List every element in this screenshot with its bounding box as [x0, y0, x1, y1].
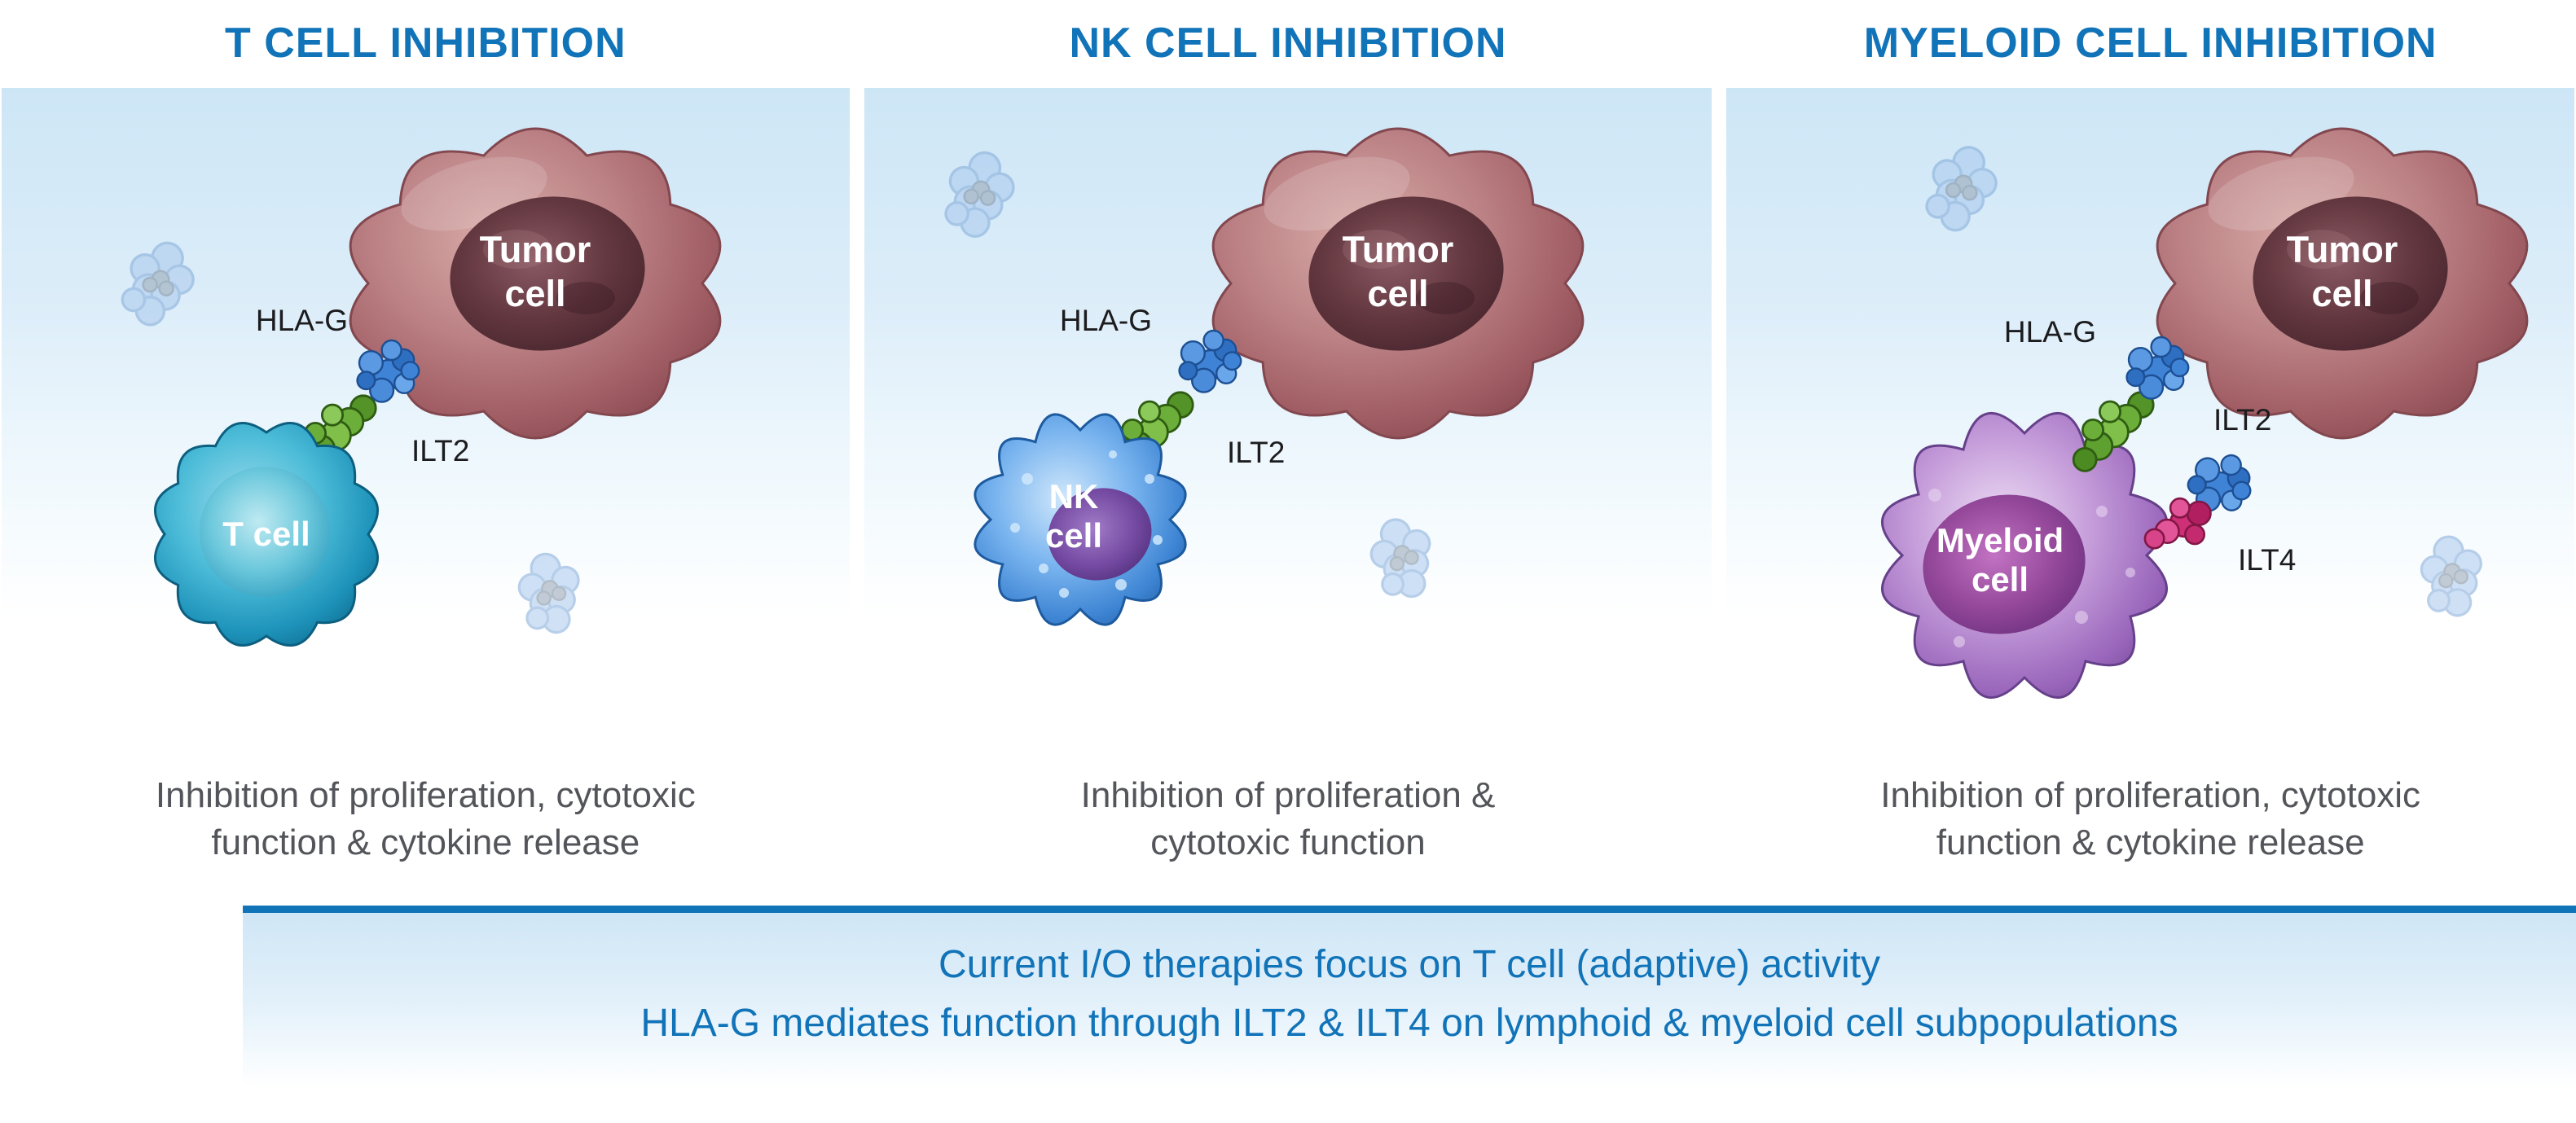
tumor-cell-label-line1: Tumor [2286, 229, 2398, 270]
myeloid-cell-nucleus [1923, 494, 2086, 634]
caption-t-cell: Inhibition of proliferation, cytotoxic f… [42, 772, 808, 866]
nk-cell-scene: Tumor cell NK cell [939, 127, 1585, 626]
tumor-cell-nucleus [450, 196, 645, 351]
panel-nk-cell: NK CELL INHIBITION Tumor cell [864, 0, 1712, 866]
caption-line1: Inhibition of proliferation & [1080, 774, 1496, 815]
panel-title-t-cell: T CELL INHIBITION [224, 20, 626, 67]
caption-line1: Inhibition of proliferation, cytotoxic [155, 774, 696, 815]
myeloid-cell: Myeloid cell [1880, 411, 2168, 699]
tumor-cell-nucleus [2253, 196, 2448, 351]
nk-cell-label-line2: cell [1045, 516, 1102, 555]
nk-cell: NK cell [974, 413, 1187, 626]
tumor-cell: Tumor cell [2156, 127, 2529, 440]
summary-banner: Current I/O therapies focus on T cell (a… [243, 905, 2576, 1087]
myeloid-cell-texture [1928, 488, 2135, 647]
panel-myeloid-cell-canvas: Tumor cell Myeloid cell [1726, 87, 2575, 699]
t-cell-label: T cell [223, 515, 310, 553]
caption-line1: Inhibition of proliferation, cytotoxic [1880, 774, 2421, 815]
t-cell: T cell [154, 421, 380, 647]
myeloid-cell-scene: Tumor cell Myeloid cell [1880, 127, 2529, 699]
tumor-nucleus-mottle [483, 229, 552, 269]
ilt2-label: ILT2 [1227, 436, 1285, 469]
panel-t-cell-canvas: Tumor cell T cell HLA-G ILT2 [2, 87, 850, 647]
hla-g-label: HLA-G [2004, 315, 2096, 349]
soluble-hla-g-molecule-icon [1361, 509, 1446, 607]
soluble-hla-g-molecule-icon [1919, 138, 2005, 239]
hla-g-label: HLA-G [256, 304, 348, 337]
t-cell-nucleus [200, 466, 331, 597]
nk-cell-nucleus [1048, 488, 1152, 581]
myeloid-cell-label-line2: cell [1972, 560, 2029, 599]
panels-row: T CELL INHIBITION Tumor cell [2, 0, 2575, 866]
nk-cell-label-line1: NK [1049, 477, 1099, 515]
soluble-hla-g-molecule-icon [512, 546, 591, 640]
tumor-nucleus-mottle [2286, 229, 2355, 269]
tumor-cell-nucleus [1308, 196, 1504, 351]
caption-nk-cell: Inhibition of proliferation & cytotoxic … [905, 772, 1671, 866]
tumor-cell-label-line1: Tumor [480, 229, 591, 270]
caption-line2: cytotoxic function [1150, 822, 1426, 862]
caption-line2: function & cytokine release [211, 822, 640, 862]
tumor-cell-label-line1: Tumor [1343, 229, 1454, 270]
soluble-hla-g-molecule-icon [939, 146, 1021, 243]
panel-nk-cell-canvas: Tumor cell NK cell [864, 87, 1712, 626]
tumor-cell-label-line2: cell [2311, 273, 2372, 314]
tumor-cell-label-line2: cell [505, 273, 566, 314]
t-cell-scene: Tumor cell T cell HLA-G ILT2 [114, 127, 722, 647]
ilt4-label: ILT4 [2238, 543, 2296, 577]
panel-title-nk-cell: NK CELL INHIBITION [1069, 20, 1507, 67]
panel-myeloid-cell: MYELOID CELL INHIBITION Tumor cell [1726, 0, 2575, 866]
tumor-cell-label-line2: cell [1367, 273, 1428, 314]
tumor-nucleus-mottle [2359, 281, 2419, 314]
panel-title-myeloid-cell: MYELOID CELL INHIBITION [1863, 20, 2438, 67]
soluble-hla-g-molecule-icon [2415, 530, 2490, 622]
tumor-cell: Tumor cell [349, 127, 722, 440]
tumor-nucleus-mottle [1416, 281, 1475, 314]
tumor-cell: Tumor cell [1211, 127, 1585, 440]
tumor-nucleus-mottle [1343, 229, 1411, 269]
summary-line2: HLA-G mediates function through ILT2 & I… [640, 1001, 2178, 1045]
caption-line2: function & cytokine release [1936, 822, 2365, 862]
hla-g-label: HLA-G [1060, 304, 1152, 337]
ilt2-label: ILT2 [411, 434, 469, 467]
tumor-nucleus-mottle [556, 281, 616, 314]
summary-line1: Current I/O therapies focus on T cell (a… [938, 942, 1881, 986]
caption-myeloid-cell: Inhibition of proliferation, cytotoxic f… [1768, 772, 2534, 866]
panel-t-cell: T CELL INHIBITION Tumor cell [2, 0, 850, 866]
ilt2-label: ILT2 [2213, 403, 2271, 436]
myeloid-cell-label-line1: Myeloid [1936, 521, 2063, 559]
soluble-hla-g-molecule-icon [114, 232, 204, 336]
nk-cell-granules [1010, 450, 1163, 598]
